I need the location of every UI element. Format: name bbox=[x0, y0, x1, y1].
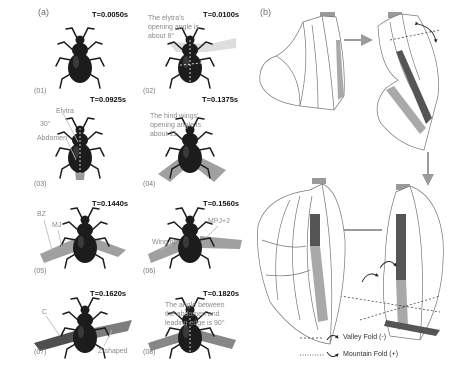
frame-07-time: T=0.1620s bbox=[90, 290, 126, 298]
frame-05-photo bbox=[40, 208, 126, 268]
abdomen-label: Abdomen bbox=[37, 135, 67, 142]
frame-08-label: (08) bbox=[143, 349, 155, 356]
frame-02-note-line: opening angle is bbox=[148, 24, 199, 31]
frame-05-time: T=0.1440s bbox=[92, 200, 128, 208]
legend-valley-fold: Valley Fold (-) bbox=[343, 334, 386, 341]
frame-04-label: (04) bbox=[143, 181, 155, 188]
frame-08-note-line: The angle between bbox=[165, 302, 225, 309]
frame-06-label: (06) bbox=[143, 268, 155, 275]
elytra-label: Elytra bbox=[56, 108, 74, 115]
frame-01-photo bbox=[56, 28, 104, 88]
frame-01-time: T=0.0050s bbox=[92, 11, 128, 19]
wing-tip-label: Wing tip bbox=[152, 239, 177, 246]
wing-fold-state-4 bbox=[258, 178, 346, 344]
frame-04-note-line: about 11 bbox=[150, 131, 177, 138]
wing-fold-state-1 bbox=[260, 12, 345, 110]
frame-04-note-line: The hind wings' bbox=[150, 113, 198, 120]
frame-05-label: (05) bbox=[34, 268, 46, 275]
c-label: C bbox=[42, 309, 47, 316]
frame-06-time: T=0.1560s bbox=[203, 200, 239, 208]
frame-04-note-line: opening angle is bbox=[150, 122, 201, 129]
frame-02-note-line: The elytra's bbox=[148, 15, 184, 22]
frame-03-photo bbox=[56, 115, 104, 180]
frame-02-label: (02) bbox=[143, 88, 155, 95]
wing-fold-state-2 bbox=[377, 12, 440, 150]
frame-01-label: (01) bbox=[34, 88, 46, 95]
z-shaped-label: Z-shaped bbox=[98, 348, 128, 355]
mpj-label: MPJ+2 bbox=[208, 218, 230, 225]
elytra-angle-label: 30° bbox=[40, 121, 51, 128]
frame-08-note-line: leading edge is 90° bbox=[165, 320, 225, 327]
mj-label: MJ bbox=[52, 222, 61, 229]
frame-03-time: T=0.0925s bbox=[90, 96, 126, 104]
frame-03-label: (03) bbox=[34, 181, 46, 188]
mountain-fold-icon bbox=[327, 352, 338, 357]
panel-b-label: (b) bbox=[260, 8, 271, 17]
frame-02-time: T=0.0100s bbox=[203, 11, 239, 19]
frame-08-time: T=0.1820s bbox=[203, 290, 239, 298]
frame-02-photo bbox=[166, 28, 236, 88]
legend-mountain-fold: Mountain Fold (+) bbox=[343, 351, 398, 358]
frame-06-photo bbox=[148, 208, 242, 268]
frame-02-note-line: about 8° bbox=[148, 33, 174, 40]
frame-07-label: (07) bbox=[34, 349, 46, 356]
bz-label: BZ bbox=[37, 211, 46, 218]
frame-08-note-line: the abdomen and bbox=[165, 311, 220, 318]
panel-a-label: (a) bbox=[38, 8, 49, 17]
fold-arrow-icon bbox=[362, 274, 378, 282]
frame-04-time: T=0.1375s bbox=[202, 96, 238, 104]
